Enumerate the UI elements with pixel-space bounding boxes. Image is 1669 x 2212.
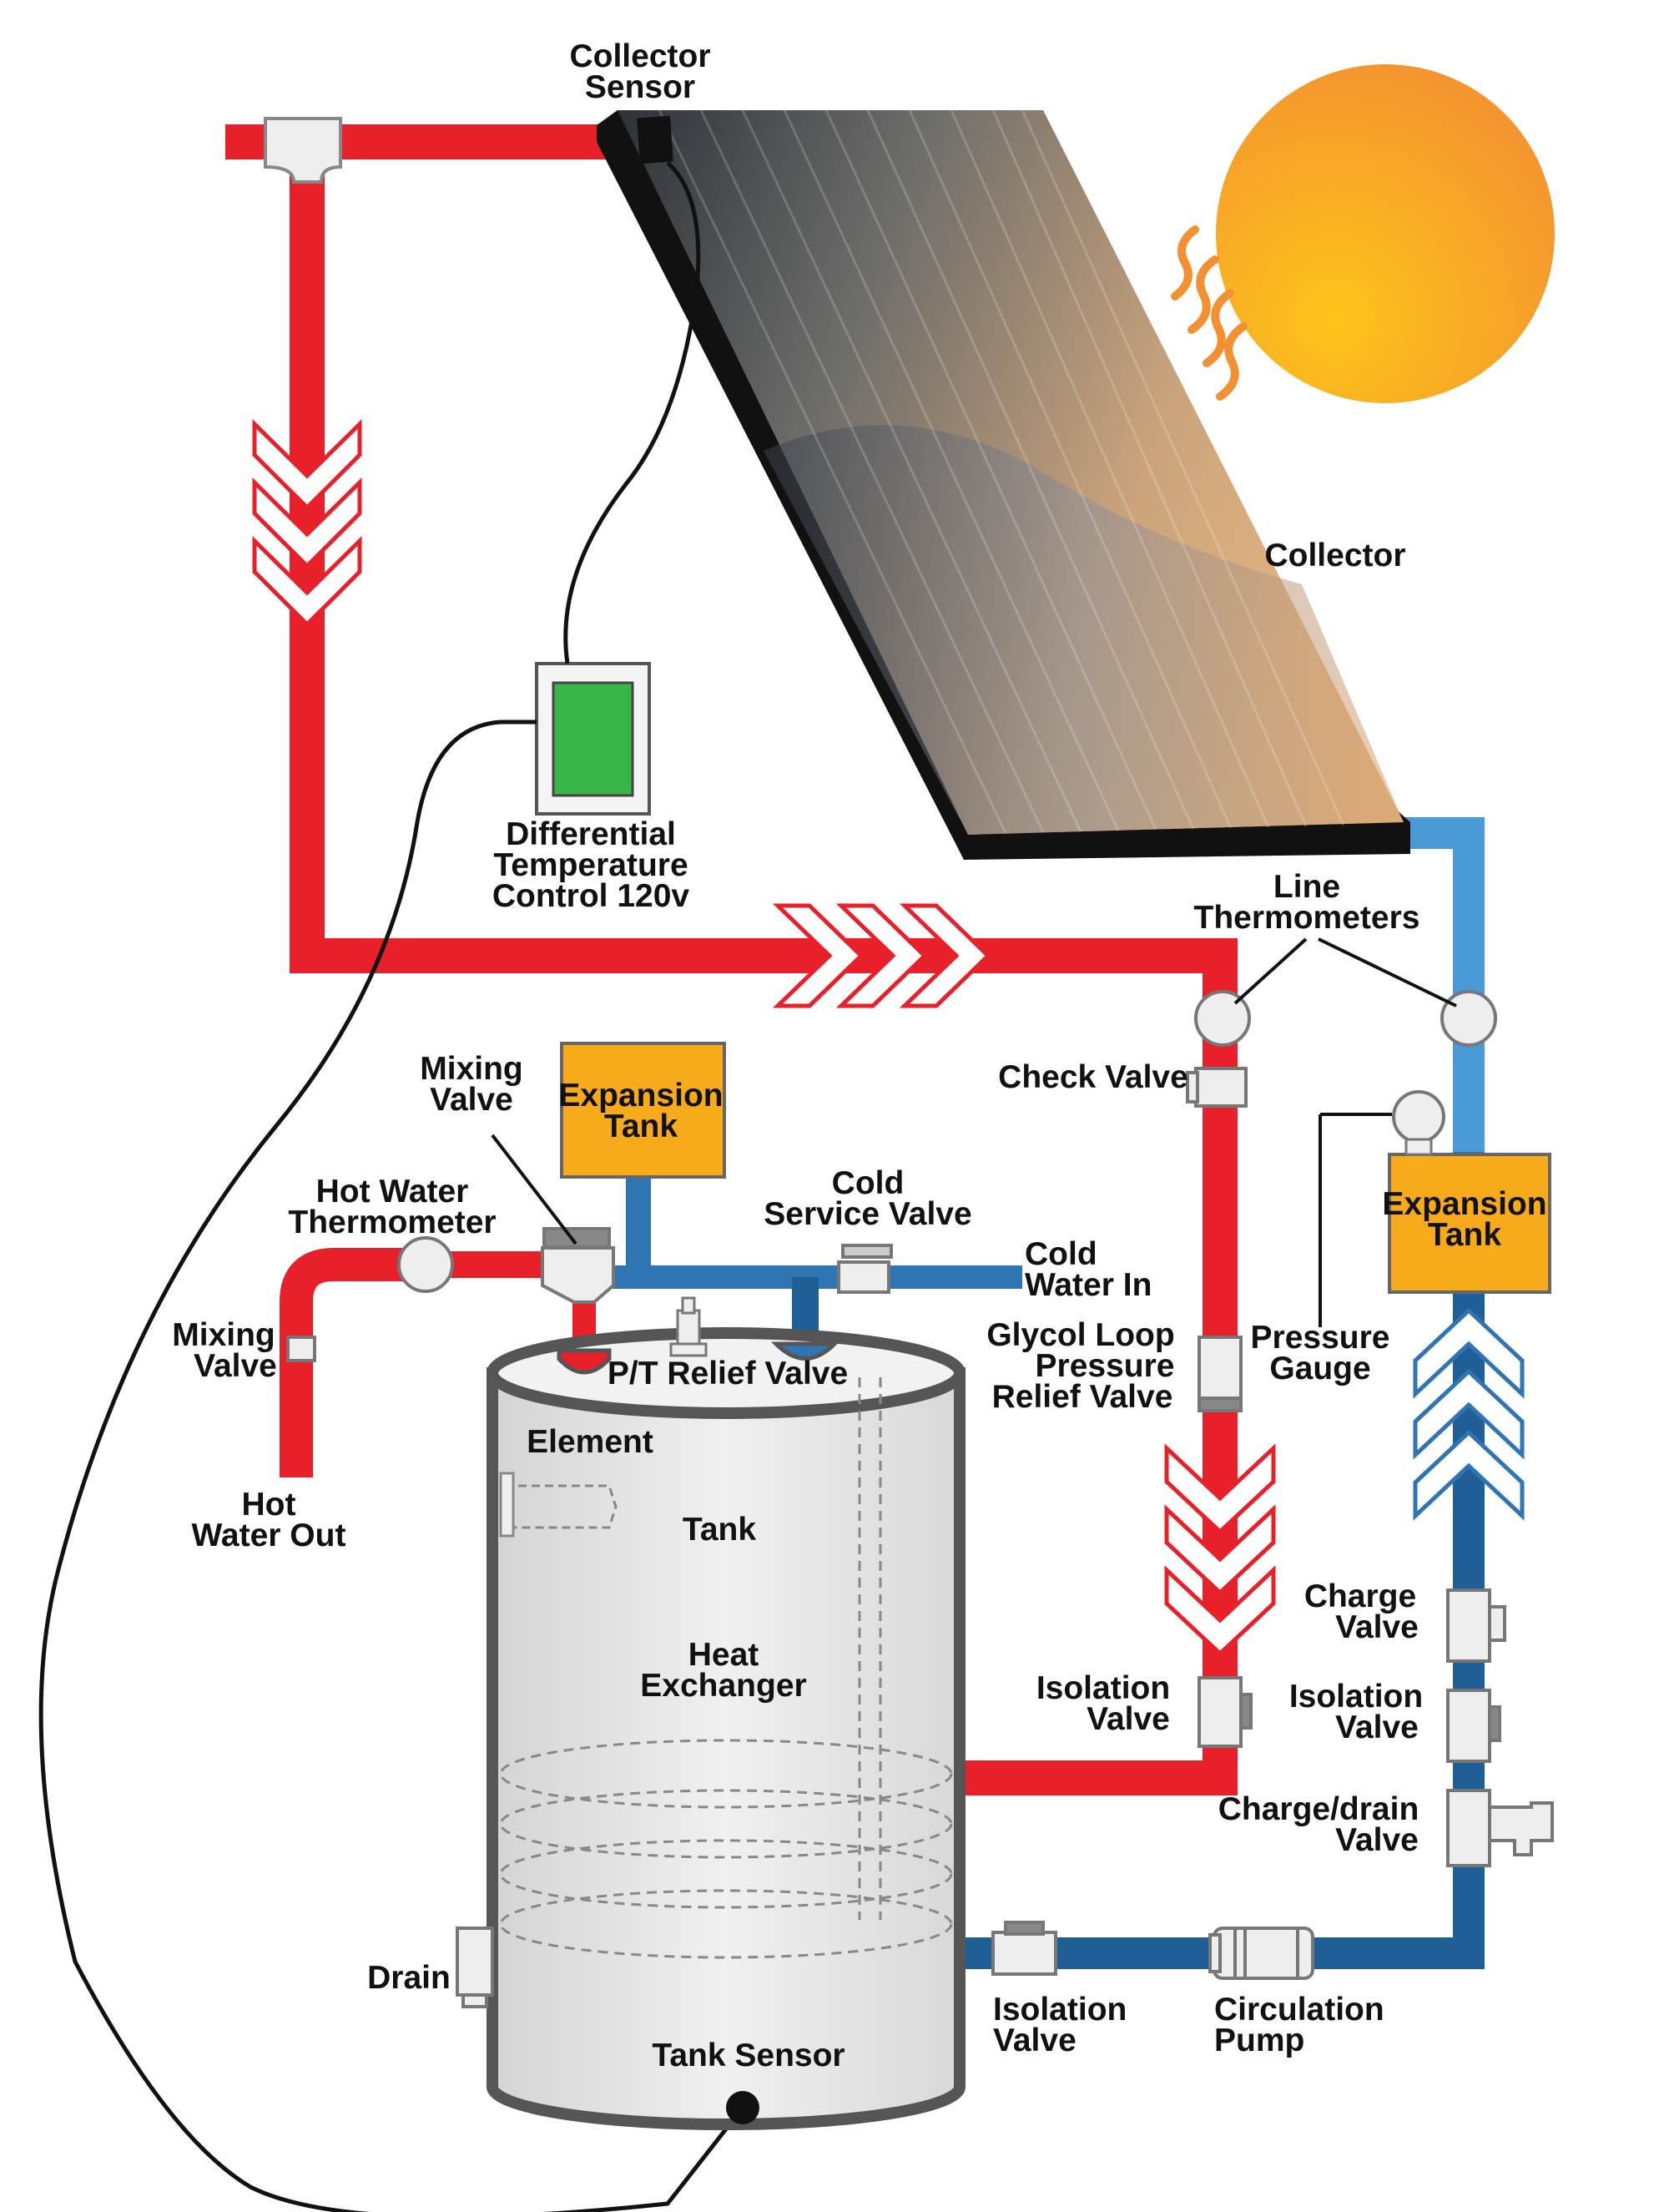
check-valve: [1186, 1067, 1248, 1108]
flow-arrows-down-right: [1164, 1443, 1276, 1657]
isolation-valve-blue: [1446, 1689, 1501, 1763]
sun: [1164, 64, 1555, 403]
label-isolation-valve-red-1: Isolation: [1036, 1670, 1170, 1706]
tank-sensor-wire: [38, 720, 744, 2212]
label-hot-water-out-1: Hot: [242, 1487, 296, 1523]
circulation-pump: [1208, 1927, 1314, 1980]
label-element: Element: [527, 1424, 653, 1460]
label-collector-sensor-1: Collector: [569, 38, 710, 74]
tank-sensor-dot: [726, 2091, 759, 2124]
label-glycol-2: Pressure: [1036, 1348, 1175, 1384]
label-tank-sensor: Tank Sensor: [652, 2038, 845, 2073]
collector-return-pipe: [290, 167, 1238, 1795]
label-check-valve: Check Valve: [998, 1059, 1188, 1095]
collector-sensor-wire: [563, 161, 701, 664]
controller-screen: [552, 681, 634, 797]
label-collector-sensor-2: Sensor: [585, 69, 695, 105]
label-glycol-3: Relief Valve: [992, 1379, 1173, 1415]
mixing-valve-top: [541, 1227, 615, 1304]
label-pressure-gauge-2: Gauge: [1269, 1351, 1370, 1386]
label-dtc-1: Differential: [506, 816, 676, 852]
label-expansion-tank-right-2: Tank: [1428, 1217, 1501, 1253]
drain-valve: [456, 1927, 494, 2008]
label-charge-valve-2: Valve: [1335, 1609, 1419, 1645]
label-hot-water-thermometer-1: Hot Water: [316, 1174, 469, 1210]
isolation-valve-bottom: [991, 1921, 1057, 1976]
label-cold-service-valve-1: Cold: [832, 1165, 905, 1201]
label-cold-water-in-2: Water In: [1025, 1267, 1152, 1303]
charge-drain-valve: [1446, 1789, 1554, 1867]
expansion-tank-right: [1388, 1153, 1551, 1294]
label-mixing-valve-left-2: Valve: [194, 1348, 277, 1384]
label-cold-service-valve-2: Service Valve: [764, 1196, 971, 1232]
heat-exchanger-coil: [499, 1377, 953, 1959]
label-heat-exchanger-2: Exchanger: [640, 1668, 806, 1704]
label-collector: Collector: [1264, 538, 1405, 573]
label-isolation-valve-red-2: Valve: [1087, 1701, 1170, 1737]
label-isolation-valve-bottom-2: Valve: [993, 2023, 1077, 2058]
label-glycol-1: Glycol Loop: [986, 1317, 1174, 1353]
label-circulation-pump-2: Pump: [1214, 2023, 1304, 2058]
sun-disc: [1216, 64, 1555, 403]
labels: Collector Sensor Collector Differential …: [172, 38, 1546, 2073]
tee-fitting: [264, 117, 342, 184]
pressure-gauge: [1392, 1090, 1445, 1156]
sensor-wires: [38, 161, 744, 2212]
label-pt-relief-valve: P/T Relief Valve: [608, 1356, 848, 1391]
hot-water-out-pipe: [280, 1248, 424, 1477]
heat-waves: [1164, 230, 1248, 401]
collector-sensor-box: [637, 115, 673, 164]
cold-service-valve: [837, 1244, 893, 1294]
label-line-thermometers-2: Thermometers: [1194, 900, 1420, 936]
storage-tank: [487, 1296, 966, 2130]
flow-arrows-down-left: [252, 419, 362, 628]
mixing-valve-left: [286, 1336, 316, 1362]
label-mixing-valve-top-2: Valve: [430, 1082, 513, 1118]
glycol-relief-valve: [1198, 1336, 1243, 1412]
line-thermometer-red: [1194, 990, 1251, 1047]
label-pressure-gauge-1: Pressure: [1251, 1320, 1390, 1356]
label-dtc-2: Temperature: [493, 847, 688, 883]
label-dtc-3: Control 120v: [492, 878, 690, 914]
label-hot-water-thermometer-2: Thermometer: [288, 1204, 496, 1240]
label-expansion-tank-right-1: Expansion: [1382, 1186, 1546, 1222]
label-tank: Tank: [683, 1512, 756, 1548]
line-thermometer-blue: [1440, 990, 1497, 1047]
charge-valve: [1446, 1588, 1506, 1663]
label-drain: Drain: [367, 1960, 451, 1996]
expansion-tank-left: [560, 1042, 726, 1179]
hot-water-thermometer: [397, 1236, 454, 1293]
label-hot-water-out-2: Water Out: [192, 1518, 346, 1553]
differential-temperature-control: [535, 662, 651, 816]
label-mixing-valve-top-1: Mixing: [420, 1051, 523, 1087]
label-isolation-valve-blue-1: Isolation: [1289, 1679, 1423, 1715]
leader-lines: [491, 937, 1457, 1327]
isolation-valve-red: [1198, 1676, 1253, 1748]
label-circulation-pump-1: Circulation: [1214, 1992, 1384, 2028]
label-charge-valve-1: Charge: [1304, 1578, 1416, 1614]
label-mixing-valve-left-1: Mixing: [172, 1317, 275, 1353]
label-isolation-valve-bottom-1: Isolation: [993, 1992, 1127, 2028]
flow-arrows-up: [1413, 1307, 1525, 1521]
label-isolation-valve-blue-2: Valve: [1335, 1710, 1419, 1745]
label-cold-water-in-1: Cold: [1025, 1236, 1097, 1272]
label-charge-drain-valve-1: Charge/drain: [1218, 1791, 1419, 1827]
pt-relief-valve-body: [669, 1296, 708, 1357]
label-charge-drain-valve-2: Valve: [1335, 1822, 1419, 1858]
solar-collector: [597, 109, 1410, 860]
label-line-thermometers-1: Line: [1273, 869, 1340, 905]
collector-tubes: [658, 109, 1345, 834]
label-expansion-tank-left-2: Tank: [604, 1109, 678, 1144]
flow-arrows-right: [772, 903, 991, 1008]
label-heat-exchanger-1: Heat: [688, 1637, 759, 1673]
cold-return-lower: [951, 1285, 1485, 1969]
label-expansion-tank-left-1: Expansion: [558, 1078, 723, 1114]
